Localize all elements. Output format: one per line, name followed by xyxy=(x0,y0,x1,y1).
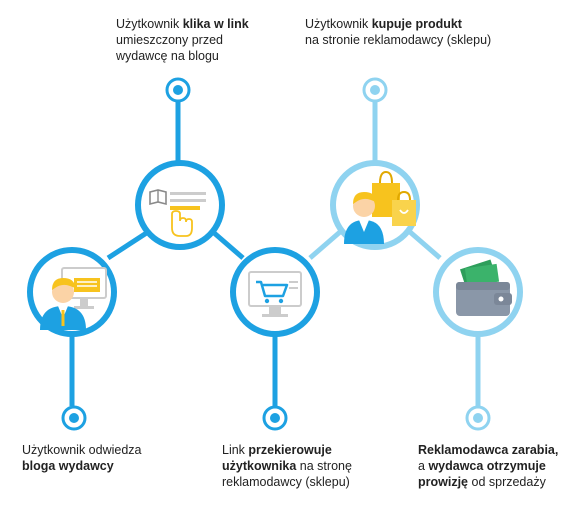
connector-2-3 xyxy=(211,230,245,260)
node-dots xyxy=(61,77,491,431)
caption-line: umieszczony przed xyxy=(116,32,286,48)
caption-line: prowizję od sprzedaży xyxy=(418,474,580,490)
node-dot-3 xyxy=(262,405,288,431)
step-4-circle xyxy=(330,160,420,250)
caption-line: Reklamodawca zarabia, xyxy=(418,442,580,458)
node-dot-1 xyxy=(61,405,87,431)
user-at-computer-icon xyxy=(40,267,107,330)
caption-text: Użytkownik odwiedza xyxy=(22,443,142,457)
caption-line: użytkownika na stronę xyxy=(222,458,382,474)
caption-line: Użytkownik kupuje produkt xyxy=(305,16,545,32)
caption-text: reklamodawcy (sklepu) xyxy=(222,475,350,489)
caption-text: na stronę xyxy=(296,459,352,473)
caption-line: reklamodawcy (sklepu) xyxy=(222,474,382,490)
node-dot-4 xyxy=(362,77,388,103)
step-5-circle xyxy=(433,247,523,337)
caption-text: a xyxy=(418,459,429,473)
caption-bold-text: użytkownika xyxy=(222,459,297,473)
user-with-shopping-bags-icon xyxy=(344,170,416,244)
connector-4-5 xyxy=(408,230,442,260)
caption-text: Użytkownik xyxy=(116,17,183,31)
connector-1-2 xyxy=(106,229,150,261)
caption-line: bloga wydawcy xyxy=(22,458,192,474)
caption-line: Użytkownik odwiedza xyxy=(22,442,192,458)
caption-text: umieszczony przed xyxy=(116,33,223,47)
caption-text: Link xyxy=(222,443,249,457)
caption-text: Użytkownik xyxy=(305,17,372,31)
node-dot-2 xyxy=(165,77,191,103)
wallet-with-money-icon xyxy=(456,259,512,316)
connectors xyxy=(69,102,481,406)
caption-bold-text: Reklamodawca zarabia, xyxy=(418,443,559,457)
step-2-circle xyxy=(135,160,225,250)
step-1-caption: Użytkownik odwiedza bloga wydawcy xyxy=(22,442,192,474)
step-3-circle xyxy=(230,247,320,337)
caption-bold-text: bloga wydawcy xyxy=(22,459,114,473)
shopping-cart-screen-icon xyxy=(248,271,302,317)
caption-bold-text: klika w link xyxy=(182,17,249,31)
caption-bold-text: przekierowuje xyxy=(248,443,332,457)
node-dot-5 xyxy=(465,405,491,431)
caption-bold-text: prowizję xyxy=(418,475,469,489)
click-link-icon xyxy=(149,189,206,237)
connector-3-4 xyxy=(308,230,342,260)
caption-line: Link przekierowuje xyxy=(222,442,382,458)
caption-line: a wydawca otrzymuje xyxy=(418,458,580,474)
caption-bold-text: kupuje produkt xyxy=(371,17,462,31)
caption-text: wydawcę na blogu xyxy=(116,49,219,63)
caption-text: od sprzedaży xyxy=(468,475,546,489)
caption-line: wydawcę na blogu xyxy=(116,48,286,64)
caption-line: na stronie reklamodawcy (sklepu) xyxy=(305,32,545,48)
step-5-caption: Reklamodawca zarabia,a wydawca otrzymuje… xyxy=(418,442,580,490)
step-1-circle xyxy=(27,247,117,337)
caption-line: Użytkownik klika w link xyxy=(116,16,286,32)
caption-bold-text: wydawca otrzymuje xyxy=(428,459,546,473)
caption-text: na stronie reklamodawcy (sklepu) xyxy=(305,33,492,47)
